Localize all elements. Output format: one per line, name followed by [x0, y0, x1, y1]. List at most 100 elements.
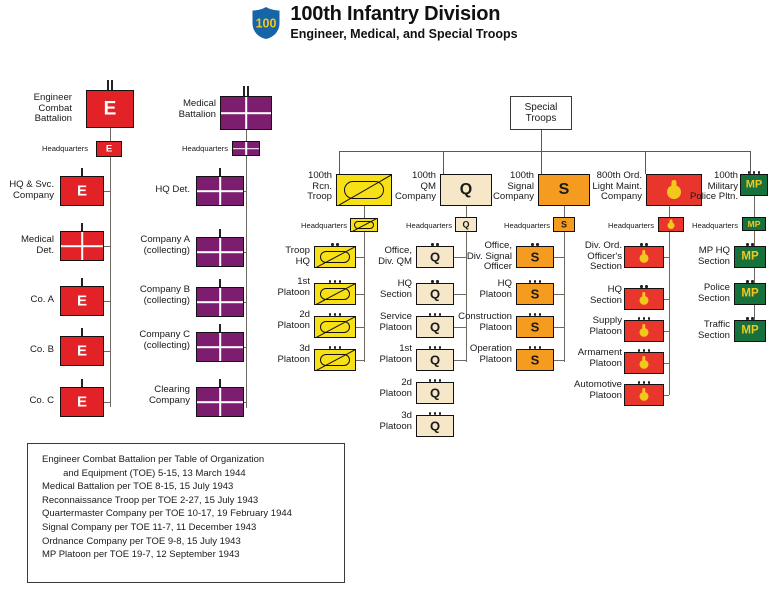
- recon-slash-icon: [315, 350, 355, 370]
- symbol-recon-2d-platoon: [314, 316, 356, 338]
- symbol-letter: Q: [462, 219, 470, 229]
- recon-oval-icon: [320, 354, 350, 366]
- echelon-signal-item-0: [516, 240, 554, 246]
- symbol-letter: MP: [745, 178, 763, 191]
- connector-qm-item-3: [454, 359, 466, 361]
- symbol-mp-traffic-section: MP: [734, 320, 766, 342]
- connector-medical-item-2: [244, 301, 247, 303]
- symbol-letter: E: [76, 342, 87, 360]
- connector-drop-mp: [750, 151, 752, 174]
- echelon-qm-item-2: [416, 310, 454, 316]
- symbol-letter: S: [560, 219, 567, 229]
- medical-cross-vertical: [219, 238, 221, 266]
- connector-drop-ordnance: [645, 151, 647, 174]
- connector-ordnance-item-0: [664, 256, 669, 258]
- ordnance-item-label: Armament Platoon: [577, 347, 622, 369]
- connector-engineer-item-2: [104, 300, 110, 302]
- ordnance-item-label: Supply Platoon: [589, 315, 622, 337]
- mp-item-label: Traffic Section: [698, 319, 730, 341]
- medical-cross-vertical: [81, 232, 83, 260]
- symbol-qm-company: Q: [440, 174, 492, 206]
- connector-engineer-item-0: [104, 190, 110, 192]
- echelon-qm-item-4: [416, 376, 454, 382]
- symbol-engineer-battalion: E: [86, 90, 134, 128]
- symbol-mp-police-section: MP: [734, 283, 766, 305]
- echelon-medical-item-1: [196, 228, 244, 238]
- symbol-signal-office-div-signal-officer: S: [516, 246, 554, 268]
- symbol-letter: E: [105, 143, 113, 155]
- connector-mp-spine: [753, 231, 755, 331]
- engineer-root-label: Engineer Combat Battalion: [33, 92, 72, 125]
- medical-item-label: Company A (collecting): [140, 234, 190, 256]
- engineer-item-label: Medical Det.: [20, 234, 54, 256]
- echelon-signal-item-1: [516, 277, 554, 283]
- symbol-medical-company-c: [196, 332, 244, 362]
- connector-medical-root-down: [245, 130, 247, 148]
- echelon-qm-item-3: [416, 343, 454, 349]
- connector-signal-item-1: [554, 293, 564, 295]
- qm-root-label: 100th QM Company: [394, 170, 436, 203]
- symbol-engineer-medical-det: [60, 231, 104, 261]
- recon-slash-icon: [351, 219, 377, 231]
- medical-hq-label: Headquarters: [181, 144, 228, 153]
- symbol-letter: Q: [429, 385, 441, 401]
- symbol-signal-construction-platoon: S: [516, 316, 554, 338]
- legend-line: Signal Company per TOE 11-7, 11 December…: [42, 521, 257, 533]
- symbol-recon-troop-hq: [314, 246, 356, 268]
- legend-line: Quartermaster Company per TOE 10-17, 19 …: [42, 508, 292, 520]
- legend-line: and Equipment (TOE) 5-15, 13 March 1944: [42, 467, 246, 479]
- symbol-mp-headquarters: MP: [742, 217, 766, 231]
- recon-oval-icon: [354, 221, 374, 229]
- symbol-letter: Q: [429, 286, 441, 302]
- medical-cross-vertical: [219, 177, 221, 205]
- symbol-mp-platoon: MP: [740, 174, 768, 196]
- recon-slash-icon: [337, 175, 391, 205]
- connector-engineer-item-3: [104, 350, 110, 352]
- connector-mp-item-0: [753, 256, 755, 258]
- svg-text:100: 100: [256, 17, 277, 31]
- flaming-bomb-icon: [637, 324, 651, 338]
- connector-drop-qm: [443, 151, 445, 174]
- echelon-medical-item-2: [196, 278, 244, 288]
- symbol-signal-hq-platoon: S: [516, 283, 554, 305]
- symbol-engineer-company-a: E: [60, 286, 104, 316]
- signal-item-label: Office, Div. Signal Officer: [466, 240, 512, 273]
- ordnance-hq-label: Headquarters: [607, 221, 654, 230]
- symbol-letter: MP: [741, 250, 759, 263]
- symbol-qm-3d-platoon: Q: [416, 415, 454, 437]
- qm-item-label: HQ Section: [380, 278, 412, 300]
- legend-line: Ordnance Company per TOE 9-8, 15 July 19…: [42, 535, 241, 547]
- engineer-item-label: HQ & Svc. Company: [9, 179, 54, 201]
- echelon-medical-item-0: [196, 167, 244, 177]
- symbol-medical-company-b: [196, 287, 244, 317]
- symbol-medical-company-a: [196, 237, 244, 267]
- symbol-ordnance-headquarters: [658, 217, 684, 232]
- signal-root-label: 100th Signal Company: [492, 170, 534, 203]
- recon-oval-icon: [320, 251, 350, 263]
- symbol-letter: S: [558, 181, 570, 198]
- connector-recon-item-3: [356, 359, 364, 361]
- connector-mp-root-down: [753, 196, 755, 220]
- connector-medical-item-0: [244, 190, 247, 192]
- symbol-letter: S: [530, 286, 540, 302]
- symbol-qm-service-platoon: Q: [416, 316, 454, 338]
- symbol-medical-headquarters: [232, 141, 260, 156]
- echelon-engineer-item-3: [60, 327, 104, 337]
- connector-signal-item-2: [554, 326, 564, 328]
- echelon-signal-item-3: [516, 343, 554, 349]
- ordnance-item-label: HQ Section: [590, 284, 622, 306]
- symbol-letter: Q: [429, 418, 441, 434]
- connector-engineer-spine: [109, 157, 111, 407]
- ordnance-item-label: Automotive Platoon: [574, 379, 622, 401]
- echelon-qm-item-1: [416, 277, 454, 283]
- connector-ordnance-item-2: [664, 330, 669, 332]
- symbol-engineer-hq-svc-company: E: [60, 176, 104, 206]
- connector-ordnance-item-1: [664, 298, 669, 300]
- symbol-qm-1st-platoon: Q: [416, 349, 454, 371]
- echelon-medical-item-3: [196, 323, 244, 333]
- symbol-signal-operation-platoon: S: [516, 349, 554, 371]
- connector-drop-recon: [339, 151, 341, 174]
- flaming-bomb-icon: [637, 250, 651, 264]
- mp-root-label: 100th Military Police Pltn.: [690, 170, 738, 203]
- legend-line: Medical Battalion per TOE 8-15, 15 July …: [42, 481, 234, 493]
